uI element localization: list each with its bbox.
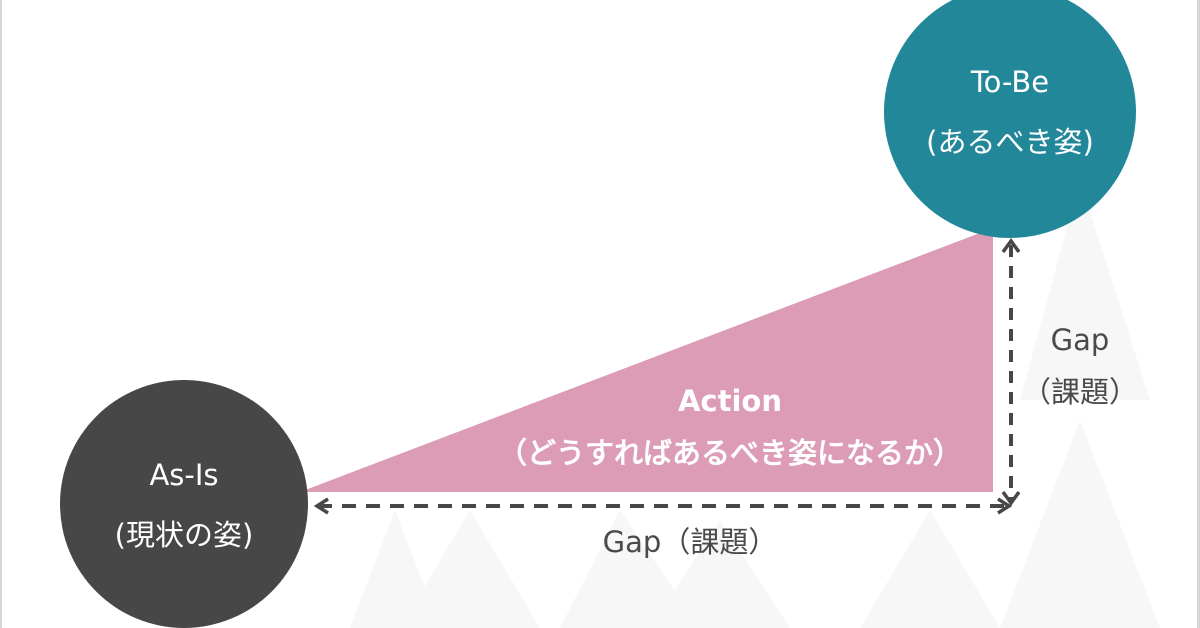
- action-triangle: [300, 228, 993, 492]
- to-be-circle: [884, 0, 1136, 238]
- vertical-gap-arrow: [1001, 238, 1021, 506]
- action-subtitle: （どうすればあるべき姿になるか）: [497, 436, 962, 470]
- to-be-label: To-Be (あるべき姿): [890, 52, 1130, 172]
- background-mountains: [350, 180, 1160, 628]
- to-be-subtitle: (あるべき姿): [926, 125, 1094, 159]
- vertical-gap-title: Gap: [1050, 323, 1110, 357]
- right-border: [1197, 0, 1200, 628]
- as-is-subtitle: (現状の姿): [114, 518, 254, 552]
- to-be-title: To-Be: [970, 65, 1050, 99]
- horizontal-gap-arrow: [313, 497, 1013, 515]
- as-is-label: As-Is (現状の姿): [64, 445, 304, 565]
- as-is-circle: [60, 380, 308, 628]
- action-title: Action: [677, 384, 782, 418]
- vertical-gap-label: Gap （課題）: [1020, 314, 1140, 418]
- left-border: [0, 0, 2, 628]
- as-is-title: As-Is: [149, 458, 219, 492]
- vertical-gap-subtitle: （課題）: [1021, 375, 1138, 409]
- action-label: Action （どうすればあるべき姿になるか）: [440, 375, 1020, 479]
- horizontal-gap-label: Gap（課題）: [602, 525, 778, 559]
